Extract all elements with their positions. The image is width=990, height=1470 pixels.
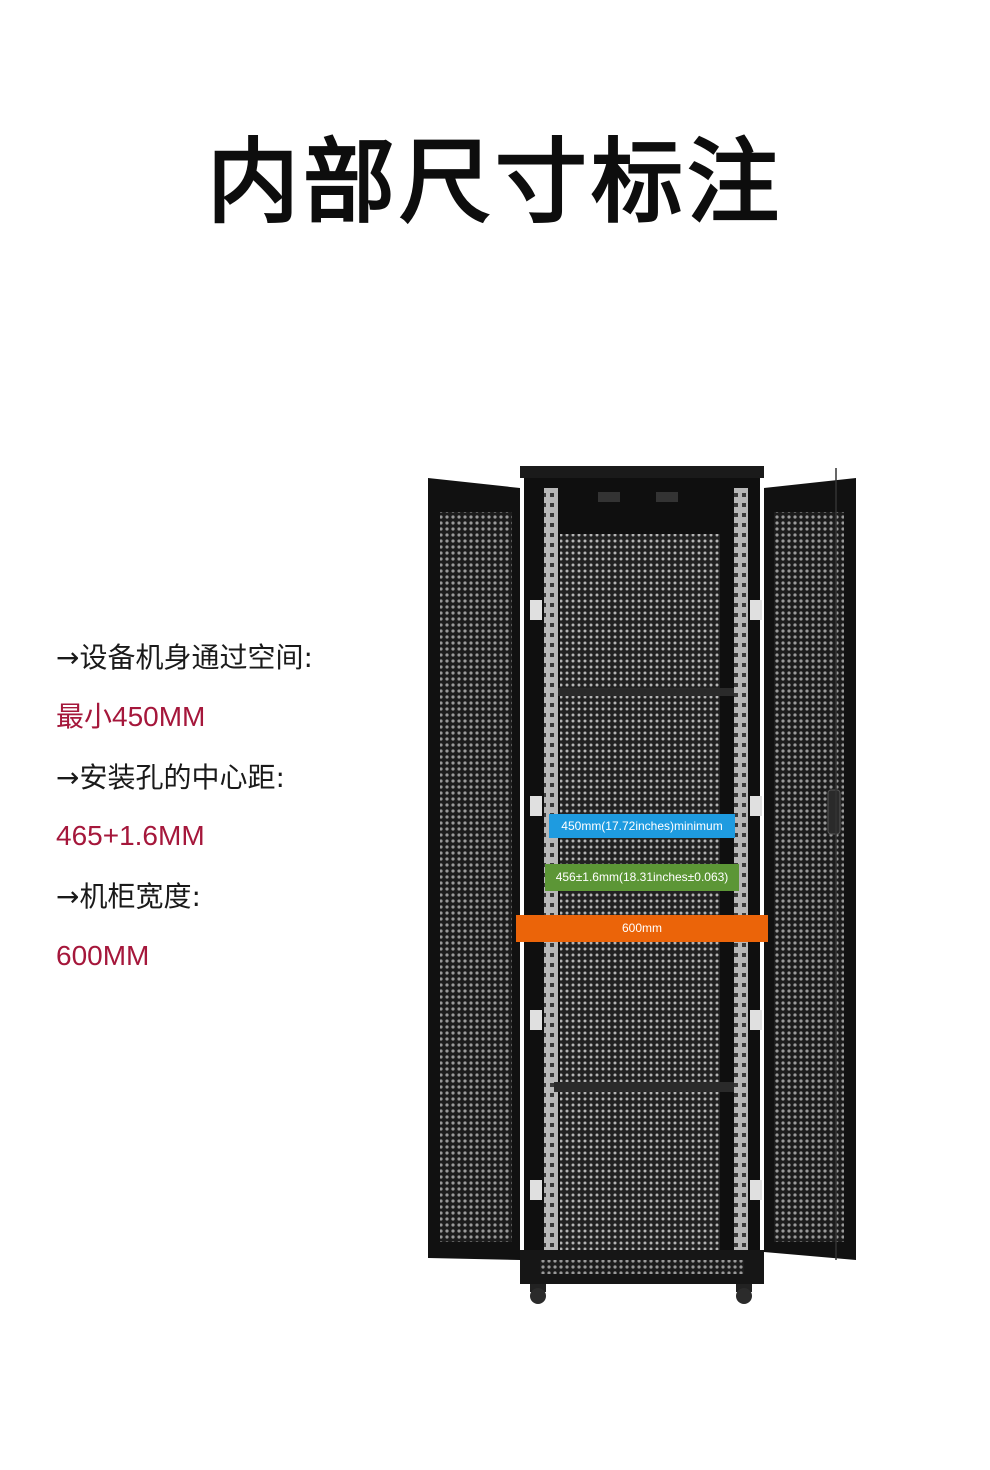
cabinet-illustration — [420, 460, 860, 1310]
page-title: 内部尺寸标注 — [206, 129, 783, 236]
spec-value-width: 600MM — [56, 940, 150, 971]
spec-label-width: →机柜宽度: — [56, 880, 201, 913]
spec-value-clearance: 最小450MM — [56, 701, 206, 732]
left-door — [428, 478, 520, 1260]
dimension-label-cabinet-width: 600mm — [516, 915, 768, 942]
casters — [530, 1284, 752, 1304]
spec-label-clearance: →设备机身通过空间: — [56, 641, 313, 674]
cabinet-drawing — [428, 466, 856, 1304]
spec-label-hole-spacing: →安装孔的中心距: — [56, 761, 285, 794]
right-door — [764, 468, 856, 1260]
dimension-label-hole-spacing: 456±1.6mm(18.31inches±0.063) — [545, 864, 739, 891]
spec-value-hole-spacing: 465+1.6MM — [56, 820, 205, 851]
dimension-label-inner-clearance: 450mm(17.72inches)minimum — [549, 814, 735, 838]
